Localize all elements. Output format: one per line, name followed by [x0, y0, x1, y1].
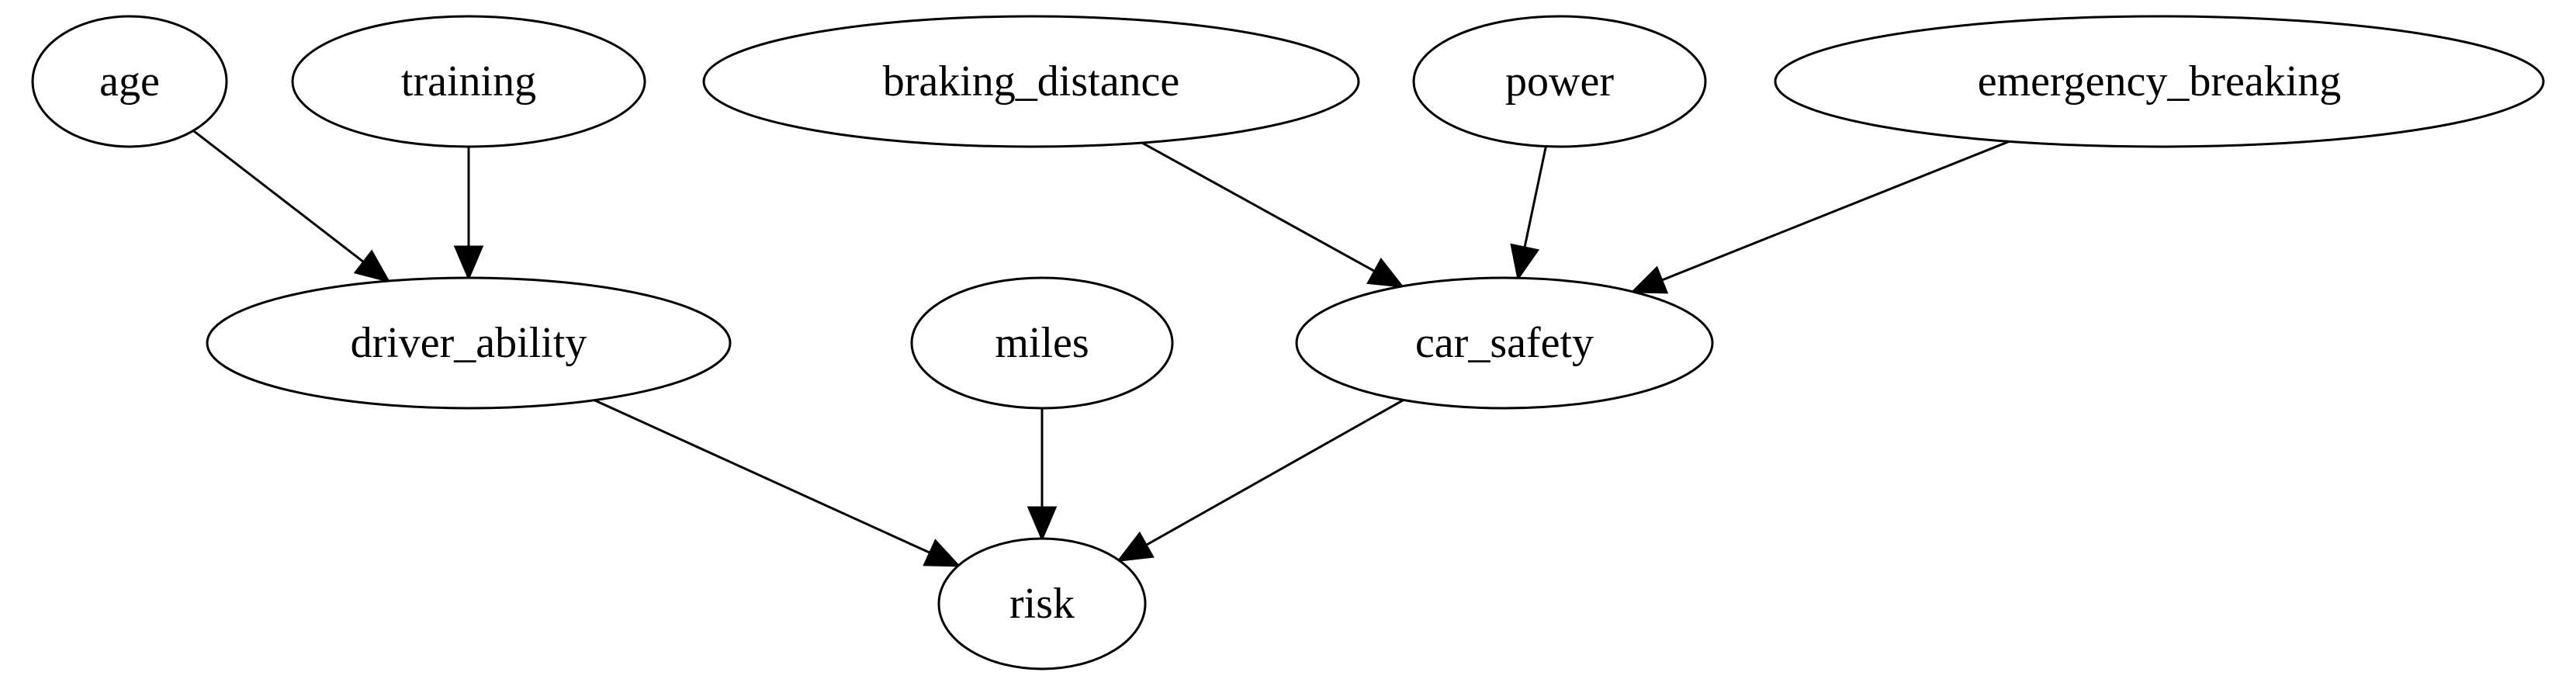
node-label: training [401, 57, 536, 106]
arrowhead [1510, 243, 1540, 281]
arrowhead [353, 249, 391, 283]
edge-line [1145, 399, 1404, 546]
edge-age-to-driver-ability [192, 130, 391, 283]
edge-braking-distance-to-car-safety [1141, 141, 1405, 288]
node-car-safety: car_safety [1295, 276, 1714, 410]
node-ellipse [702, 15, 1360, 148]
arrowhead [1027, 506, 1058, 542]
node-emergency-breaking: emergency_breaking [1774, 15, 2545, 148]
node-label: braking_distance [883, 57, 1180, 106]
edge-line [1141, 141, 1376, 272]
node-age: age [31, 15, 228, 148]
node-ellipse [206, 276, 732, 410]
edge-training-to-driver-ability [453, 147, 484, 281]
node-risk: risk [937, 537, 1147, 670]
edge-power-to-car-safety [1510, 146, 1547, 281]
node-ellipse [937, 537, 1147, 670]
arrowhead [1366, 258, 1405, 288]
arrowhead [1116, 531, 1155, 562]
node-label: driver_ability [351, 319, 587, 367]
node-label: age [99, 57, 160, 106]
edge-line [594, 399, 931, 554]
node-ellipse [1774, 15, 2545, 148]
node-ellipse [1412, 15, 1707, 148]
edge-line [192, 130, 365, 263]
arrowhead [923, 539, 961, 567]
node-ellipse [910, 276, 1174, 410]
edge-line [1523, 146, 1547, 248]
node-driver-ability: driver_ability [206, 276, 732, 410]
node-miles: miles [910, 276, 1174, 410]
node-braking-distance: braking_distance [702, 15, 1360, 148]
node-label: emergency_breaking [1978, 57, 2342, 106]
node-ellipse [291, 15, 646, 148]
edge-line [1661, 140, 2010, 282]
node-ellipse [1295, 276, 1714, 410]
node-training: training [291, 15, 646, 148]
node-ellipse [31, 15, 228, 148]
node-label: risk [1009, 580, 1075, 628]
node-label: miles [995, 319, 1089, 367]
node-power: power [1412, 15, 1707, 148]
arrowhead [1629, 265, 1669, 294]
edge-emergency-breaking-to-car-safety [1629, 140, 2010, 294]
node-label: power [1505, 57, 1614, 106]
edge-car-safety-to-risk [1116, 399, 1404, 562]
nodes-layer: age training braking_distance power emergenc… [31, 15, 2545, 670]
edge-miles-to-risk [1027, 408, 1058, 542]
edge-driver-ability-to-risk [594, 399, 961, 567]
edges-layer [192, 130, 2010, 567]
arrowhead [453, 245, 484, 281]
node-label: car_safety [1415, 319, 1594, 367]
